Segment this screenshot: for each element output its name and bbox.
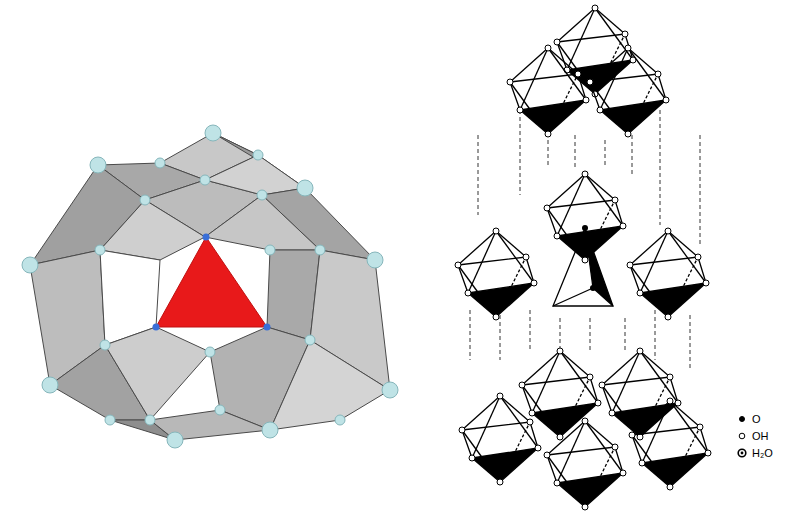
legend-label: H₂O: [752, 447, 773, 459]
open-circle-symbol: [737, 431, 747, 441]
circled-dot-symbol: [737, 448, 747, 458]
layer-guides: [470, 110, 700, 370]
middle-layer: [455, 171, 709, 320]
legend-entry: OH: [737, 427, 773, 444]
polyhedra-model: [30, 133, 390, 440]
top-layer: [507, 5, 669, 137]
legend-entry: O: [737, 410, 773, 427]
legend-entry: H₂O: [737, 444, 773, 461]
legend-label: OH: [752, 430, 769, 442]
filled-dot-symbol: [737, 414, 747, 424]
legend-label: O: [752, 413, 761, 425]
legend: O OH H₂O: [737, 410, 773, 461]
tetrahedron-vertices: [153, 234, 271, 331]
atom-spheres: [22, 125, 398, 448]
bottom-layer: [459, 348, 711, 510]
